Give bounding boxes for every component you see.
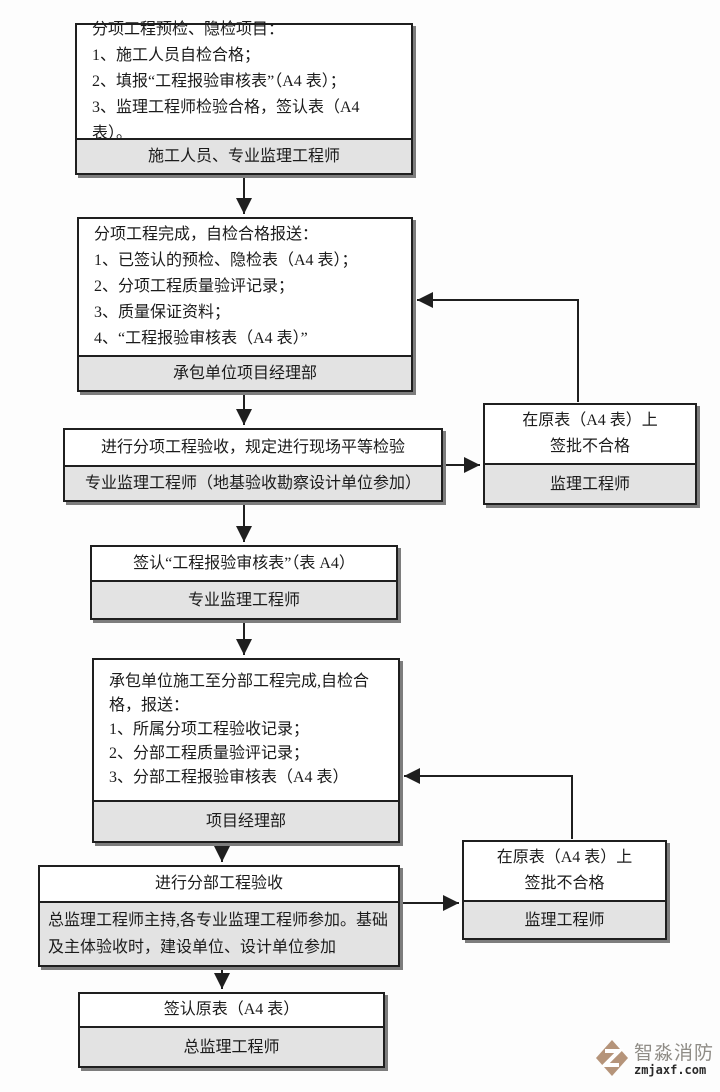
- box-line: 1、所属分项工程验收记录；: [109, 721, 310, 738]
- process-box-sign-review-form: 签认“工程报验审核表”（表 A4） 专业监理工程师: [90, 545, 398, 620]
- box-line: 承包单位施工至分部工程完成,自检合格，报送：: [109, 673, 370, 714]
- process-box-division-complete: 承包单位施工至分部工程完成,自检合格，报送： 1、所属分项工程验收记录； 2、分…: [92, 658, 400, 843]
- box-line: 2、分部工程质量验评记录；: [109, 745, 310, 762]
- responsible-party-label: 总监理工程师主持,各专业监理工程师参加。基础及主体验收时，建设单位、设计单位参加: [40, 901, 398, 965]
- box-line: 分项工程预检、隐检项目：: [92, 20, 285, 38]
- feedback-reject2-box5: [404, 768, 573, 839]
- box-line: 签认“工程报验审核表”（表 A4）: [133, 554, 355, 572]
- responsible-party-label: 监理工程师: [485, 463, 695, 503]
- responsible-party-label: 承包单位项目经理部: [79, 355, 411, 390]
- box-line: 3、分部工程报验审核表（A4 表）: [109, 769, 349, 786]
- box-line: 在原表（A4 表）上: [496, 849, 633, 866]
- process-box-reject-2: 在原表（A4 表）上 签批不合格 监理工程师: [462, 840, 667, 940]
- box-line: 2、填报“工程报验审核表”（A4 表）；: [92, 72, 346, 90]
- box-line: 签批不合格: [549, 438, 630, 455]
- box-line: 签批不合格: [524, 875, 605, 892]
- watermark: 智淼消防 zmjaxf.com: [595, 1039, 714, 1082]
- watermark-logo-icon: [595, 1039, 629, 1082]
- process-box-subitem-complete: 分项工程完成，自检合格报送： 1、已签认的预检、隐检表（A4 表）； 2、分项工…: [77, 217, 413, 392]
- box-line: 1、已签认的预检、隐检表（A4 表）；: [94, 252, 358, 269]
- box-line: 在原表（A4 表）上: [522, 412, 658, 429]
- process-box-reject-1: 在原表（A4 表）上 签批不合格 监理工程师: [483, 403, 697, 505]
- watermark-brand: 智淼消防: [633, 1043, 714, 1065]
- box-line: 4、“工程报验审核表（A4 表）”: [94, 330, 308, 347]
- responsible-party-label: 总监理工程师: [80, 1026, 383, 1066]
- box-line: 2、分项工程质量验评记录；: [94, 278, 295, 295]
- watermark-url: zmjaxf.com: [633, 1063, 707, 1078]
- box-line: 签认原表（A4 表）: [163, 1001, 300, 1018]
- box-line: 3、质量保证资料；: [94, 304, 231, 321]
- process-box-division-acceptance: 进行分部工程验收 总监理工程师主持,各专业监理工程师参加。基础及主体验收时，建设…: [38, 865, 400, 967]
- process-box-sign-original-form: 签认原表（A4 表） 总监理工程师: [78, 992, 385, 1068]
- responsible-party-label: 专业监理工程师（地基验收勘察设计单位参加）: [65, 465, 441, 500]
- responsible-party-label: 专业监理工程师: [92, 580, 396, 618]
- process-box-pre-inspection: 分项工程预检、隐检项目： 1、施工人员自检合格； 2、填报“工程报验审核表”（A…: [75, 21, 413, 175]
- box-line: 1、施工人员自检合格；: [92, 46, 261, 64]
- responsible-party-label: 监理工程师: [464, 900, 665, 938]
- responsible-party-label: 施工人员、专业监理工程师: [77, 138, 411, 173]
- box-line: 进行分部工程验收: [154, 875, 283, 892]
- box-line: 3、监理工程师检验合格，签认表（A4 表）。: [92, 98, 360, 142]
- process-box-subitem-acceptance: 进行分项工程验收，规定进行现场平等检验 专业监理工程师（地基验收勘察设计单位参加…: [63, 428, 443, 502]
- feedback-reject1-box2: [417, 292, 579, 402]
- box-line: 进行分项工程验收，规定进行现场平等检验: [100, 438, 405, 456]
- box-line: 分项工程完成，自检合格报送：: [94, 226, 319, 243]
- responsible-party-label: 项目经理部: [94, 800, 398, 841]
